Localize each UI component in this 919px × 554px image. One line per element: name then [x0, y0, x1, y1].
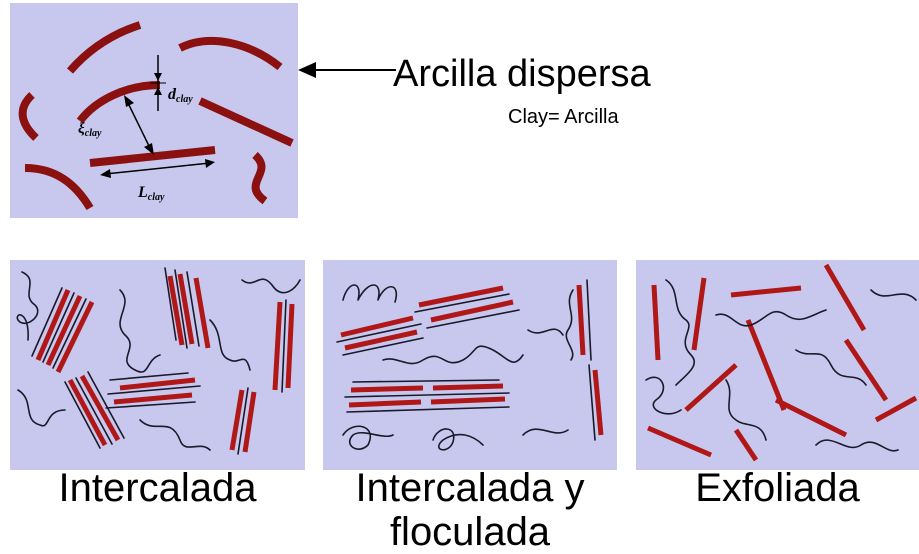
- xi-clay-label: ξclay: [78, 121, 102, 139]
- polymer-chain: [120, 290, 160, 372]
- clay-platelet: [80, 85, 160, 121]
- pointer-arrow: [298, 58, 398, 82]
- intercalated-caption: Intercalada: [10, 466, 305, 510]
- polymer-chain: [716, 310, 826, 326]
- dispersed-clay-diagram: dclay ξclay Lclay: [10, 3, 298, 218]
- length-marker: [105, 163, 210, 174]
- l-clay-label: Lclay: [137, 184, 165, 203]
- clay-platelet: [694, 278, 704, 350]
- spacing-marker: [128, 103, 150, 148]
- polymer-chain: [383, 346, 523, 363]
- polymer-chain: [816, 440, 898, 451]
- dispersed-clay-panel: dclay ξclay Lclay: [10, 3, 298, 218]
- flocculated-panel: [323, 260, 617, 470]
- clay-platelet: [731, 288, 801, 295]
- polymer-chain: [646, 377, 681, 414]
- clay-platelet: [288, 304, 292, 388]
- clay-platelet: [341, 318, 413, 335]
- clay-platelet: [826, 265, 864, 330]
- polymer-chain: [242, 279, 300, 292]
- polymer-chain: [871, 290, 916, 300]
- clay-platelet: [876, 398, 916, 420]
- polymer-chain: [523, 429, 568, 435]
- arrow-head: [205, 159, 215, 168]
- polymer-chain: [666, 280, 694, 385]
- d-clay-label: dclay: [168, 86, 193, 105]
- clay-platelet: [736, 430, 756, 460]
- clay-platelet: [748, 320, 784, 410]
- clay-platelet: [579, 285, 583, 355]
- exfoliated-diagram: [636, 260, 919, 470]
- clay-platelet: [648, 428, 711, 455]
- exfoliated-panel: [636, 260, 919, 470]
- clay-platelet: [275, 302, 280, 390]
- clay-platelet: [255, 155, 265, 201]
- clay-platelet: [180, 41, 280, 67]
- polymer-chain: [210, 320, 250, 370]
- clay-translation-note: Clay= Arcilla: [508, 105, 619, 129]
- flocculated-caption-line2: floculada: [323, 510, 617, 554]
- clay-platelet: [25, 168, 90, 208]
- clay-platelet: [776, 400, 846, 435]
- intercalated-diagram: [10, 260, 305, 470]
- polymer-chain: [343, 285, 396, 302]
- polymer-chain: [726, 380, 766, 440]
- clay-platelet: [351, 388, 423, 390]
- flocculated-diagram: [323, 260, 617, 470]
- clay-platelet: [23, 95, 36, 138]
- polymer-chain: [528, 329, 563, 335]
- arrow-head: [154, 73, 162, 81]
- polymer-chain: [17, 272, 37, 340]
- polymer-chain: [18, 390, 65, 426]
- polymer-chain: [433, 429, 483, 450]
- exfoliated-caption: Exfoliada: [636, 466, 919, 510]
- intercalated-panel: [10, 260, 305, 470]
- flocculated-caption: Intercalada y floculada: [323, 466, 617, 554]
- polymer-chain: [140, 420, 210, 450]
- clay-platelet: [70, 25, 140, 71]
- polymer-chain: [343, 426, 393, 449]
- polymer-chain: [282, 300, 286, 392]
- arrow-head: [100, 169, 111, 178]
- clay-platelet: [200, 101, 292, 143]
- clay-platelet: [433, 386, 503, 388]
- clay-platelet: [595, 370, 601, 435]
- clay-platelet: [345, 332, 417, 348]
- clay-platelet: [349, 402, 421, 405]
- flocculated-caption-line1: Intercalada y: [323, 466, 617, 510]
- clay-platelet: [846, 340, 886, 400]
- clay-platelet: [114, 395, 192, 402]
- dispersed-clay-title: Arcilla dispersa: [393, 53, 651, 95]
- clay-platelet: [431, 399, 505, 402]
- clay-platelet: [431, 302, 513, 320]
- arrow-head: [124, 95, 134, 107]
- clay-platelet: [654, 285, 658, 360]
